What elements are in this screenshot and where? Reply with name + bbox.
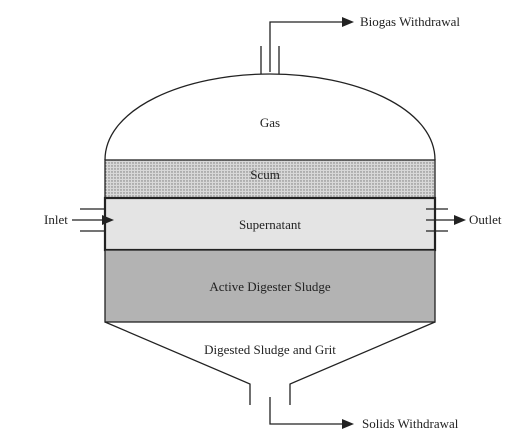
inlet-pipe — [72, 208, 114, 232]
inlet-label: Inlet — [44, 212, 68, 227]
biogas-withdrawal-label: Biogas Withdrawal — [360, 14, 460, 29]
inlet-arrowhead — [102, 215, 114, 225]
outlet-arrowhead — [454, 215, 466, 225]
active-sludge-label: Active Digester Sludge — [209, 279, 331, 294]
supernatant-label: Supernatant — [239, 217, 301, 232]
solids-arrowhead — [342, 419, 354, 429]
digested-sludge-label: Digested Sludge and Grit — [204, 342, 336, 357]
outlet-label: Outlet — [469, 212, 502, 227]
solids-withdrawal-label: Solids Withdrawal — [362, 416, 459, 431]
gas-outlet-pipe — [260, 17, 354, 74]
gas-label: Gas — [260, 115, 280, 130]
solids-withdrawal-pipe — [269, 397, 354, 429]
active-sludge-layer — [104, 249, 436, 323]
outlet-pipe — [426, 208, 466, 232]
scum-layer — [104, 159, 436, 199]
supernatant-layer — [103, 196, 437, 252]
gas-dome — [104, 73, 436, 161]
scum-label: Scum — [250, 167, 280, 182]
biogas-arrowhead — [342, 17, 354, 27]
hopper-bottom — [104, 321, 436, 405]
